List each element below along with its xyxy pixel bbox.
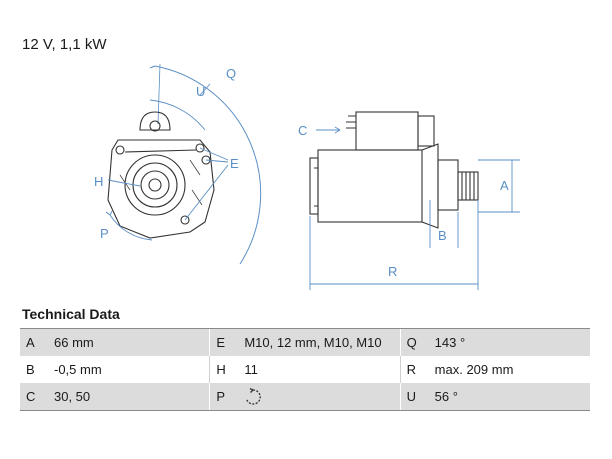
- spec-value: 143 °: [434, 335, 466, 350]
- spec-value: max. 209 mm: [434, 362, 514, 377]
- label-Q: Q: [226, 66, 236, 81]
- technical-data-table: A 66 mm E M10, 12 mm, M10, M10 Q 143 ° B…: [20, 328, 590, 411]
- spec-key: H: [216, 362, 226, 377]
- label-U: U: [196, 84, 205, 99]
- label-B: B: [438, 228, 447, 243]
- label-C: C: [298, 123, 307, 138]
- table-row: A 66 mm E M10, 12 mm, M10, M10 Q 143 °: [20, 328, 590, 356]
- product-title: 12 V, 1,1 kW: [22, 36, 107, 53]
- spec-key: A: [26, 335, 35, 350]
- label-P: P: [100, 226, 109, 241]
- spec-value: -0,5 mm: [54, 362, 102, 377]
- label-A: A: [500, 178, 509, 193]
- label-R: R: [388, 264, 397, 279]
- front-view: [107, 63, 262, 265]
- spec-value-rotation: [238, 383, 399, 410]
- clockwise-rotation-icon: [246, 387, 262, 405]
- spec-value: 66 mm: [54, 335, 94, 350]
- spec-key: E: [216, 335, 225, 350]
- starter-drawing: Q U E H P C A B R: [94, 63, 520, 290]
- spec-key: Q: [406, 335, 417, 350]
- spec-key: C: [26, 389, 36, 404]
- table-row: C 30, 50 P U 56 °: [20, 383, 590, 411]
- spec-key: U: [406, 389, 417, 404]
- spec-key: P: [216, 389, 225, 404]
- side-view: [309, 111, 479, 229]
- table-row: B -0,5 mm H 11 R max. 209 mm: [20, 356, 590, 383]
- spec-value: M10, 12 mm, M10, M10: [244, 335, 382, 350]
- label-E: E: [230, 156, 239, 171]
- technical-data-heading: Technical Data: [22, 306, 120, 322]
- label-H: H: [94, 174, 103, 189]
- spec-value: 30, 50: [54, 389, 91, 404]
- spec-value: 56 °: [434, 389, 458, 404]
- spec-key: R: [406, 362, 417, 377]
- spec-key: B: [26, 362, 35, 377]
- spec-value: 11: [244, 362, 258, 377]
